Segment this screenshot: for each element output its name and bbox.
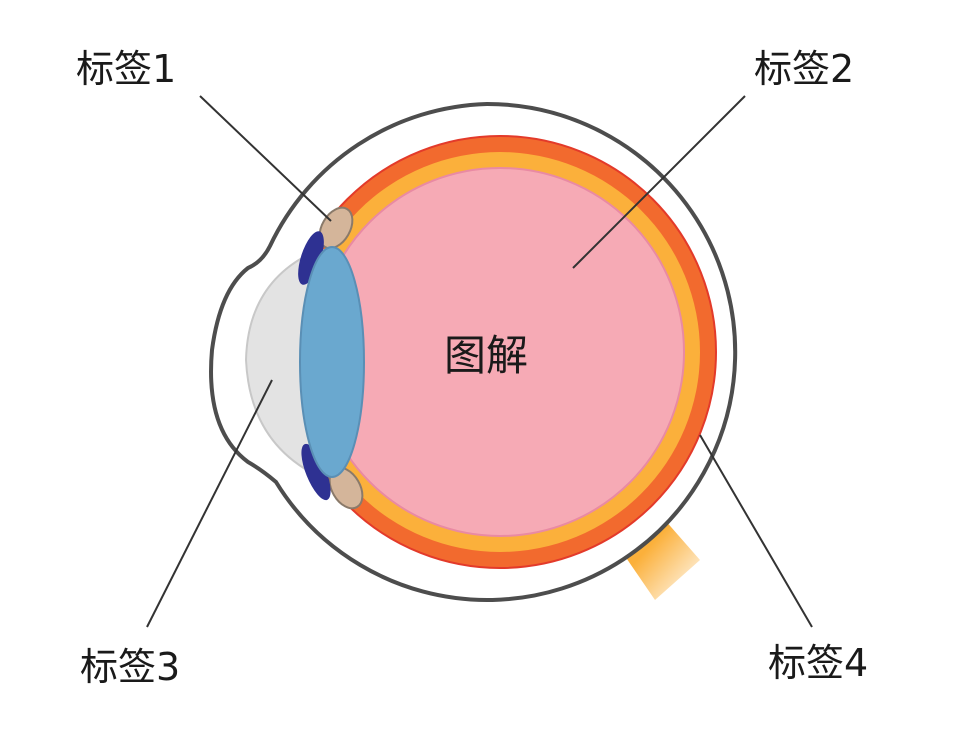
label-2: 标签2 [754,47,854,91]
iris-top [298,231,324,285]
leader-line-3 [146,379,273,628]
leader-line-2 [572,95,746,269]
center-label: 图解 [444,331,528,380]
label-4: 标签4 [768,641,868,685]
iris-bottom [301,443,331,501]
leader-line-4 [699,434,813,628]
label-1: 标签1 [76,47,176,91]
lens [299,246,365,478]
leader-line-1 [199,95,332,222]
label-3: 标签3 [80,645,180,689]
